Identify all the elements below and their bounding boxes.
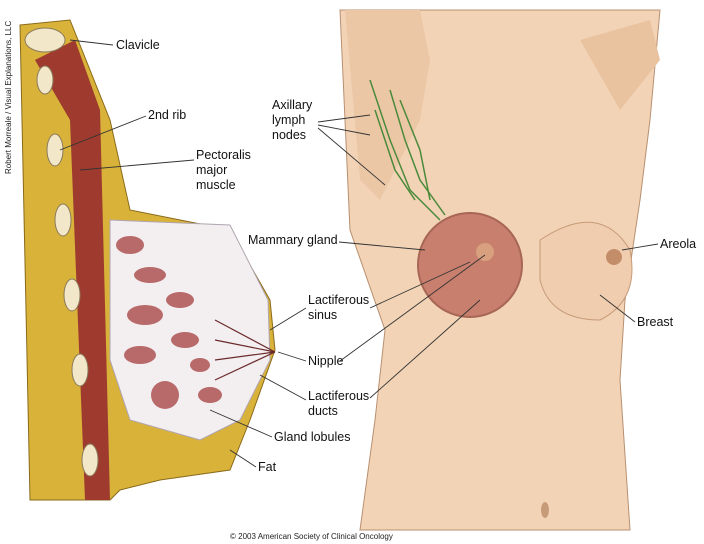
label-axillary-lymph-nodes: Axillary lymph nodes: [272, 98, 312, 143]
label-gland-lobules: Gland lobules: [274, 430, 351, 444]
areola-shape: [606, 249, 622, 265]
label-line: Lactiferous: [308, 293, 370, 307]
label-line: muscle: [196, 178, 236, 192]
label-line: ducts: [308, 404, 338, 418]
label-lactiferous-sinus: Lactiferous sinus: [308, 293, 369, 323]
label-line: Axillary: [272, 98, 313, 112]
label-areola: Areola: [660, 237, 697, 251]
label-mammary-gland: Mammary gland: [248, 233, 338, 247]
label-line: Lactiferous: [308, 389, 370, 403]
label-line: lymph: [272, 113, 306, 127]
lymph-nodes-illustration: [369, 79, 446, 221]
mammary-gland-shape: [417, 212, 523, 318]
label-line: Pectoralis: [196, 148, 251, 162]
label-2nd-rib: 2nd rib: [148, 108, 187, 122]
label-fat: Fat: [258, 460, 277, 474]
leader-lines: [59, 39, 659, 468]
label-line: major: [196, 163, 228, 177]
torso-illustration: [339, 9, 661, 531]
cross-section-illustration: [19, 19, 276, 501]
label-line: nodes: [272, 128, 307, 142]
copyright-text: © 2003 American Society of Clinical Onco…: [230, 532, 393, 541]
label-clavicle: Clavicle: [116, 38, 160, 52]
label-line: sinus: [308, 308, 338, 322]
label-nipple: Nipple: [308, 354, 344, 368]
label-breast: Breast: [637, 315, 674, 329]
credit-text: Robert Morreale / Visual Explanations, L…: [4, 20, 13, 174]
label-lactiferous-ducts: Lactiferous ducts: [308, 389, 369, 419]
label-pectoralis: Pectoralis major muscle: [196, 148, 251, 193]
